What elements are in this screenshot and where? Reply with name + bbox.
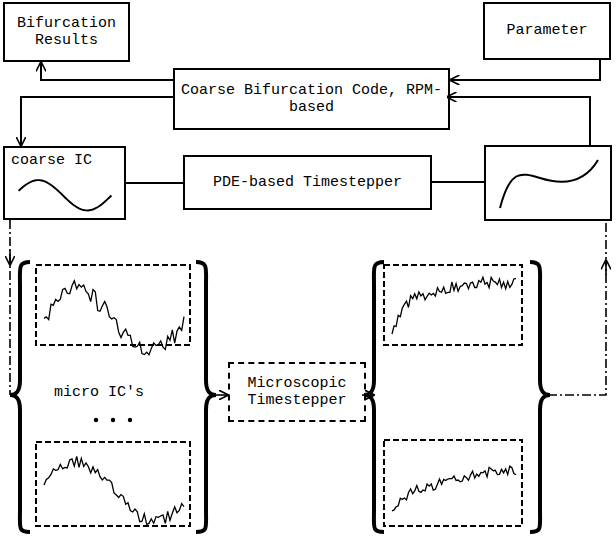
node-text: PDE-based Timestepper <box>209 172 406 193</box>
input-box: Parameter <box>483 2 611 60</box>
coarse-output-curve <box>500 160 598 208</box>
arrow <box>216 394 228 396</box>
connector <box>450 60 600 80</box>
connector <box>41 62 173 80</box>
coarse-ic-box: coarse IC <box>3 146 126 220</box>
ellipsis-dot <box>111 418 115 422</box>
lift-arrow <box>9 250 11 265</box>
micro-profile <box>44 456 184 524</box>
process-box: Coarse Bifurcation Code, RPM-based <box>173 68 450 130</box>
node-text: Parameter <box>502 20 591 41</box>
process-box: PDE-based Timestepper <box>183 155 432 210</box>
node-text: Bifurcation Results <box>5 13 128 52</box>
micro-ic-box <box>36 265 190 345</box>
restrict-arrow <box>605 260 607 275</box>
brace <box>364 262 384 532</box>
connector-line <box>432 181 485 183</box>
brace <box>10 262 30 532</box>
ellipsis-dot <box>94 418 98 422</box>
node-text: Microscopic Timestepper <box>230 373 364 412</box>
micro-profile <box>392 466 516 511</box>
group-label: micro IC's <box>52 384 146 401</box>
ellipsis-dot <box>128 418 132 422</box>
micro-out-box <box>384 265 522 345</box>
coarse-output-box <box>485 146 611 220</box>
micro-out-box <box>384 440 522 526</box>
brace <box>196 262 216 532</box>
node-text: coarse IC <box>5 148 98 173</box>
process-box: Microscopic Timestepper <box>228 362 366 422</box>
brace <box>530 262 550 532</box>
micro-profile <box>44 281 184 355</box>
arrow <box>362 394 374 396</box>
lift-line <box>9 220 11 395</box>
micro-ic-box <box>36 442 190 526</box>
output-box: Bifurcation Results <box>3 2 130 62</box>
connector <box>21 97 173 146</box>
restrict-line <box>548 220 606 395</box>
micro-profile <box>392 277 516 334</box>
feedback-arrow <box>447 97 590 146</box>
connector <box>126 182 183 184</box>
node-text: Coarse Bifurcation Code, RPM-based <box>175 80 448 119</box>
